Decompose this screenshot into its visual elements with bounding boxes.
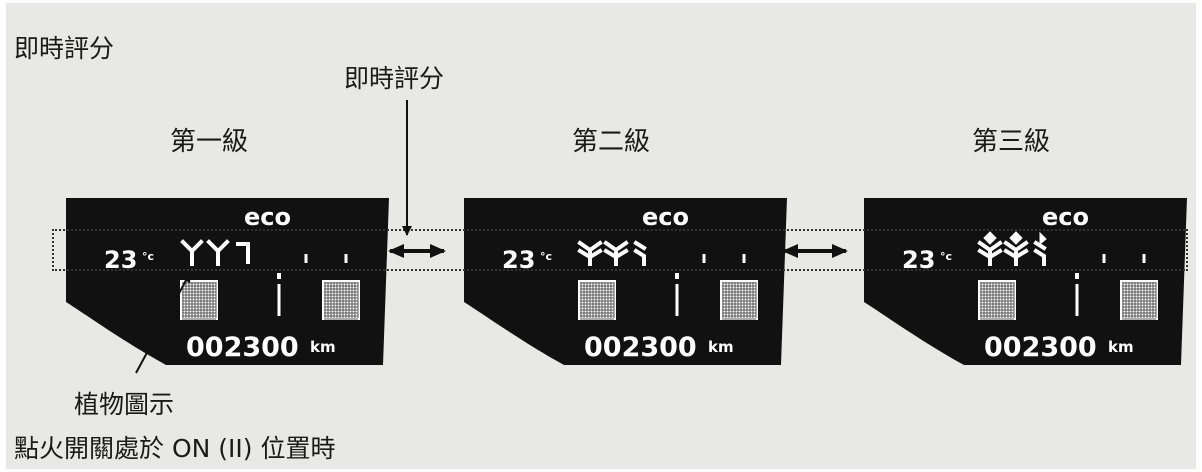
plant-icon-3 xyxy=(633,240,647,266)
level-1-label: 第一級 xyxy=(170,127,249,157)
odometer-value: 002300 xyxy=(984,332,1097,363)
plant-icon-1 xyxy=(577,240,603,266)
plant-icon-2 xyxy=(1003,231,1029,266)
odometer-unit: km xyxy=(1108,338,1134,356)
odometer-unit: km xyxy=(310,338,336,356)
right-gauge-block xyxy=(322,280,360,320)
display-screen xyxy=(864,198,1187,365)
temperature-unit: °c xyxy=(142,250,154,263)
footer-note: 點火開關處於 ON (II) 位置時 xyxy=(14,434,336,463)
plant-icon-1 xyxy=(977,231,1003,266)
right-gauge-block xyxy=(720,280,758,320)
eco-mode-label: eco xyxy=(1042,203,1089,231)
plant-icon-2 xyxy=(206,239,230,266)
odometer-unit: km xyxy=(708,338,734,356)
center-marker-dot xyxy=(1075,273,1079,279)
center-marker-dot xyxy=(675,273,679,279)
eco-mode-label: eco xyxy=(244,203,291,231)
left-gauge-block xyxy=(978,280,1016,320)
level-2-label: 第二級 xyxy=(572,127,651,157)
level-3-label: 第三級 xyxy=(972,127,1051,157)
odometer-value: 002300 xyxy=(584,332,697,363)
display-screen xyxy=(464,198,787,365)
plant-icon-2 xyxy=(603,240,629,266)
eco-mode-label: eco xyxy=(642,203,689,231)
center-marker-dot xyxy=(277,273,281,279)
left-gauge-block xyxy=(180,280,218,320)
plant-icon-1 xyxy=(180,239,204,266)
left-gauge-block xyxy=(578,280,616,320)
plant-icon-label: 植物圖示 xyxy=(74,390,175,419)
plant-icon-3 xyxy=(236,242,250,264)
plant-icon-pointer-line xyxy=(135,272,191,374)
plant-icon-3 xyxy=(1033,231,1047,266)
temperature-unit: °c xyxy=(940,250,952,263)
temperature-unit: °c xyxy=(540,250,552,263)
diagram-title: 即時評分 xyxy=(14,34,115,63)
plant-row-highlight-box xyxy=(52,229,1188,271)
right-gauge-block xyxy=(1120,280,1158,320)
odometer-value: 002300 xyxy=(186,332,299,363)
arrows-overlay xyxy=(135,100,848,374)
callout-label-instant-score: 即時評分 xyxy=(344,64,445,93)
display-screen xyxy=(66,198,389,365)
